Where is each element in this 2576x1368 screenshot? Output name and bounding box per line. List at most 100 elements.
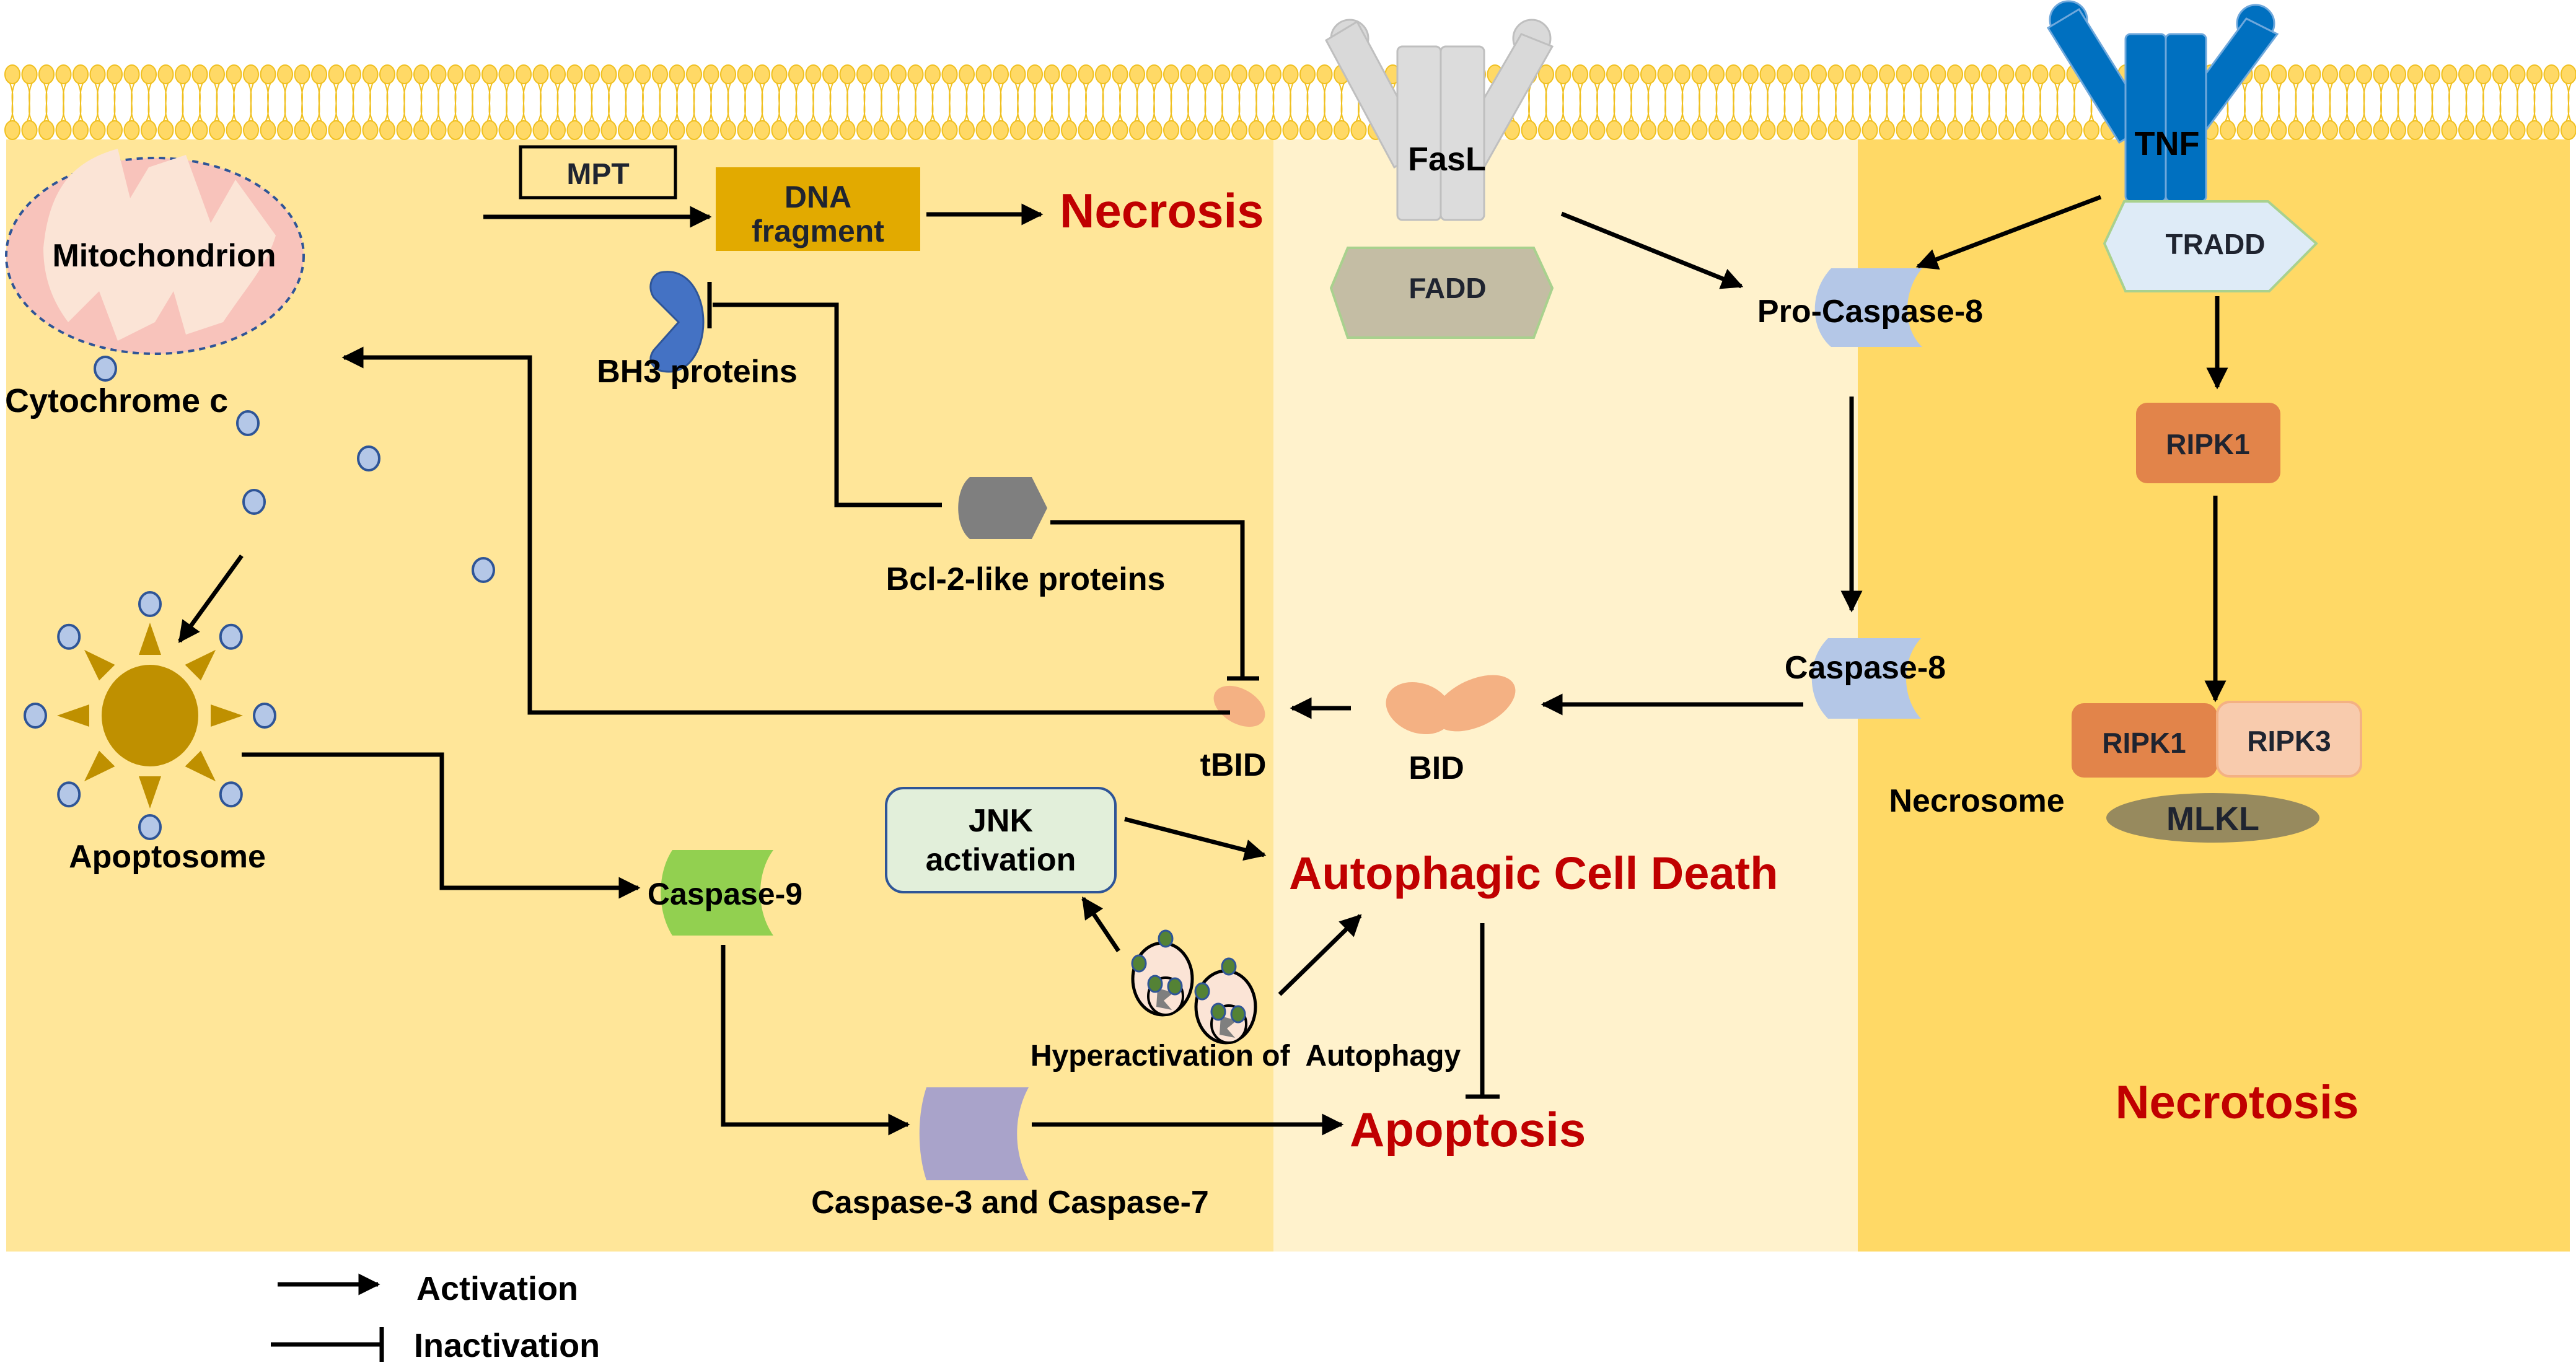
- lipid-head: [4, 120, 20, 140]
- jnk-label-line1: JNK: [969, 803, 1033, 839]
- tradd-shape: [2103, 200, 2318, 292]
- lipid-head: [720, 64, 736, 84]
- cytochrome-c-molecule: [357, 445, 380, 471]
- lipid-head: [191, 120, 208, 140]
- lipid-head: [771, 120, 788, 140]
- lipid-tail: [2343, 81, 2351, 123]
- lipid-tail: [2309, 81, 2317, 123]
- lipid-tail: [2241, 81, 2249, 123]
- lipid-head: [652, 120, 668, 140]
- lipid-head: [1811, 64, 1827, 84]
- lipid-head: [2390, 120, 2406, 140]
- lipid-head: [2441, 64, 2458, 84]
- lipid-tail: [2275, 81, 2283, 123]
- apoptosome-spike: [57, 704, 89, 727]
- lipid-tail: [809, 81, 817, 123]
- lipid-head: [1163, 120, 1179, 140]
- lipid-head: [1299, 120, 1316, 140]
- lipid-tail: [2054, 81, 2061, 123]
- lipid-head: [1606, 64, 1622, 84]
- lipid-head: [1708, 64, 1725, 84]
- lipid-head: [941, 64, 958, 84]
- lipid-head: [1827, 64, 1844, 84]
- lipid-head: [1282, 64, 1299, 84]
- lipid-head: [1521, 120, 1537, 140]
- lipid-head: [2509, 64, 2526, 84]
- lipid-tail: [384, 81, 391, 123]
- apoptosome-spike: [84, 649, 115, 681]
- lipid-tail: [400, 81, 408, 123]
- lipid-head: [89, 64, 106, 84]
- lipid-head: [993, 64, 1009, 84]
- lipid-tail: [724, 81, 732, 123]
- bcl2-like-protein-icon: [958, 477, 1047, 539]
- lc3-marker: [1131, 954, 1147, 973]
- lc3-marker: [1158, 929, 1174, 948]
- lipid-head: [1197, 64, 1213, 84]
- lipid-head: [1845, 64, 1861, 84]
- lipid-tail: [77, 81, 84, 123]
- lipid-tail: [2547, 81, 2556, 123]
- lipid-head: [516, 64, 532, 84]
- lipid-head: [1896, 64, 1912, 84]
- lipid-head: [1538, 64, 1554, 84]
- lipid-tail: [43, 81, 50, 123]
- edge-apoptosome-to-caspase9: [242, 752, 641, 899]
- lipid-head: [1777, 64, 1793, 84]
- lipid-head: [2356, 120, 2372, 140]
- lipid-head: [1777, 120, 1793, 140]
- lipid-head: [73, 64, 89, 84]
- lipid-head: [2254, 64, 2270, 84]
- lipid-tail: [503, 81, 511, 123]
- pro-caspase8-shape: [1814, 268, 1922, 347]
- lipid-head: [4, 64, 20, 84]
- lipid-tail: [1133, 81, 1141, 123]
- lipid-tail: [929, 81, 936, 123]
- lipid-head: [243, 64, 259, 84]
- lc3-marker: [1147, 975, 1163, 993]
- autophagosome-icon: [1131, 929, 1257, 1045]
- lipid-head: [1743, 64, 1759, 84]
- lipid-head: [447, 120, 464, 140]
- lipid-head: [873, 64, 890, 84]
- lipid-tail: [2513, 81, 2521, 123]
- lipid-head: [2526, 120, 2543, 140]
- lipid-tail: [673, 81, 681, 123]
- lipid-head: [2561, 120, 2576, 140]
- lipid-tail: [1184, 81, 1192, 123]
- lipid-tail: [861, 81, 868, 123]
- lipid-head: [294, 120, 310, 140]
- lipid-tail: [2377, 81, 2385, 123]
- lipid-head: [907, 64, 924, 84]
- lipid-tail: [486, 81, 493, 123]
- edge-bcl2-inhibits-tbid: [1050, 520, 1245, 677]
- lipid-head: [1862, 64, 1878, 84]
- lipid-head: [55, 120, 72, 140]
- lipid-tail: [775, 81, 783, 123]
- lipid-tail: [434, 81, 442, 123]
- lipid-head: [2032, 120, 2049, 140]
- edge-autophagy-to-acd: [1278, 914, 1362, 996]
- jnk-label-line2: activation: [926, 842, 1076, 878]
- lipid-head: [1793, 64, 1810, 84]
- lipid-head: [209, 64, 225, 84]
- lipid-head: [1146, 64, 1163, 84]
- lipid-tail: [2565, 81, 2572, 123]
- edge-bcl2-inhibits-bh3: [713, 302, 942, 507]
- caspase3-7-label: Caspase-3 and Caspase-7: [811, 1185, 1209, 1221]
- apoptosome-icon: [24, 591, 276, 840]
- lipid-tail: [741, 81, 749, 123]
- lipid-tail: [1014, 81, 1022, 123]
- lipid-head: [1095, 120, 1111, 140]
- lipid-head: [516, 120, 532, 140]
- lipid-tail: [418, 81, 425, 123]
- lipid-head: [1981, 120, 1997, 140]
- lipid-head: [1589, 64, 1606, 84]
- lipid-head: [1078, 120, 1094, 140]
- lipid-tail: [520, 81, 527, 123]
- lipid-head: [1316, 120, 1333, 140]
- lipid-head: [1998, 120, 2015, 140]
- lipid-head: [635, 120, 651, 140]
- lipid-tail: [2292, 81, 2300, 123]
- lipid-head: [277, 120, 293, 140]
